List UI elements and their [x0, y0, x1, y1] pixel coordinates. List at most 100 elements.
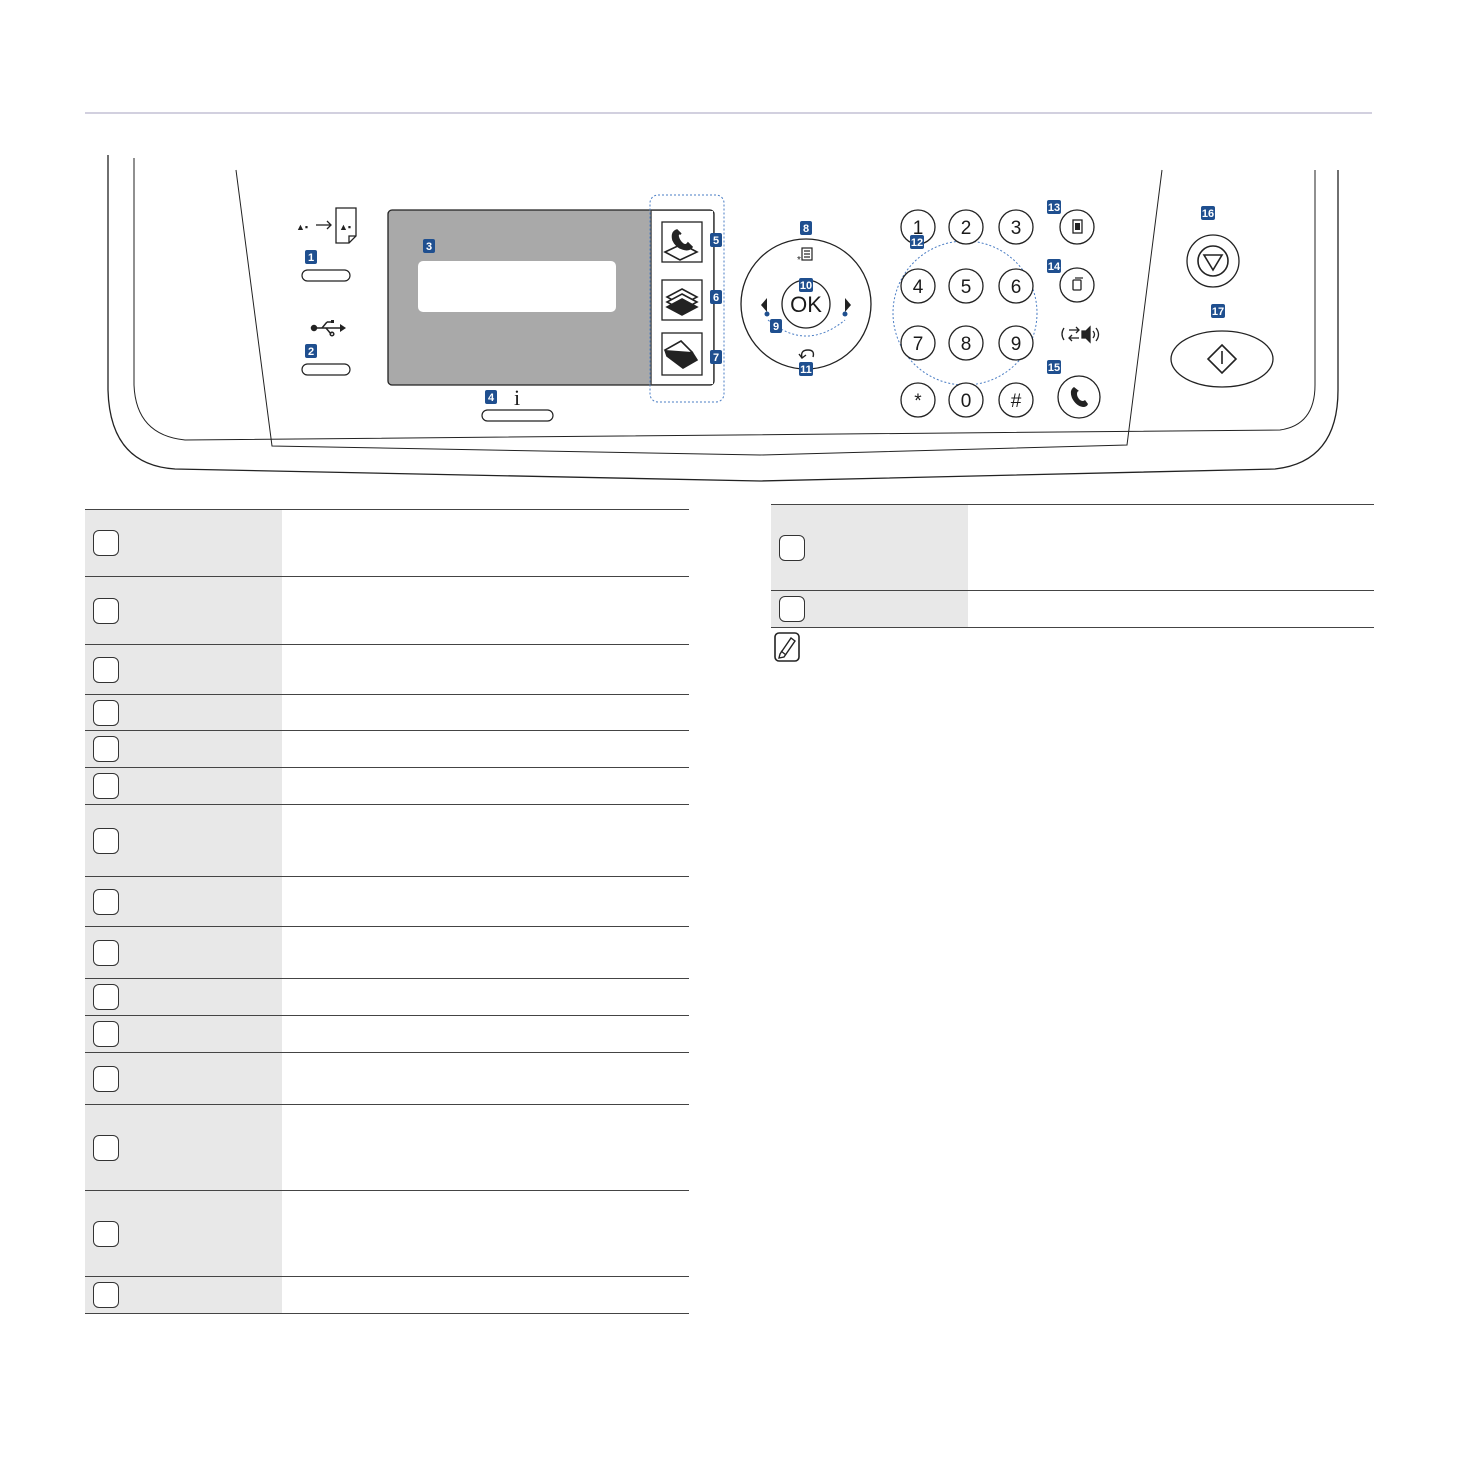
row-description-cell — [282, 926, 689, 979]
mode-group-outline — [649, 194, 725, 403]
callout-badge: 2 — [305, 344, 317, 358]
row-description-cell — [282, 804, 689, 877]
row-label-cell — [85, 644, 282, 695]
callout-number: 14 — [1048, 261, 1061, 273]
redial-pause-icon — [1072, 277, 1083, 291]
row-number-box — [93, 1134, 119, 1161]
row-number-box — [93, 773, 119, 799]
row-label-cell — [85, 576, 282, 645]
row-description-cell — [282, 509, 689, 577]
info-button[interactable] — [481, 409, 554, 422]
row-number-box — [93, 597, 119, 624]
row-label-cell — [85, 1015, 282, 1053]
keypad-key[interactable]: 3 — [998, 209, 1034, 245]
row-description-cell — [282, 876, 689, 927]
scan-button[interactable] — [661, 332, 703, 376]
copy-button[interactable] — [661, 279, 703, 321]
callout-badge: 6 — [710, 290, 722, 304]
keypad-key[interactable]: 0 — [948, 382, 984, 418]
ok-button-label: OK — [790, 292, 822, 317]
keypad-key[interactable]: 2 — [948, 209, 984, 245]
keypad-key[interactable]: * — [900, 382, 936, 418]
row-description-cell — [282, 694, 689, 731]
callout-number: 9 — [773, 321, 779, 333]
row-label-cell — [85, 876, 282, 927]
id-copy-button[interactable] — [301, 269, 351, 282]
table-row — [85, 1190, 689, 1277]
keypad-key[interactable]: 8 — [948, 325, 984, 361]
start-icon — [1206, 343, 1238, 375]
control-panel-diagram: ▲▪ ▲▪ — [85, 112, 1372, 482]
direct-usb-button[interactable] — [301, 363, 351, 376]
callout-number: 2 — [308, 346, 314, 358]
table-row — [85, 509, 689, 577]
redial-pause-button[interactable] — [1059, 267, 1095, 303]
table-row — [85, 694, 689, 731]
table-row — [85, 804, 689, 877]
address-book-button[interactable] — [1059, 209, 1095, 245]
stop-clear-button[interactable] — [1186, 234, 1240, 288]
keypad-key[interactable]: 5 — [948, 268, 984, 304]
keypad-dotted-outline — [892, 240, 1038, 386]
row-number-box — [779, 534, 805, 561]
left-arrow-icon[interactable] — [761, 298, 770, 317]
table-row — [85, 576, 689, 645]
callout-badge: 5 — [710, 233, 722, 247]
row-label-cell — [85, 926, 282, 979]
row-number-box — [93, 1220, 119, 1247]
callout-number: 5 — [713, 235, 719, 247]
table-row — [85, 926, 689, 979]
on-hook-dial-button[interactable] — [1057, 375, 1101, 419]
table-row — [85, 1276, 689, 1314]
note-icon — [774, 632, 800, 662]
svg-text:▲▪: ▲▪ — [339, 222, 351, 232]
row-number-box — [93, 827, 119, 854]
fax-button[interactable] — [661, 221, 703, 263]
keypad-key[interactable]: # — [998, 382, 1034, 418]
callout-number: 1 — [308, 252, 314, 264]
scan-icon — [663, 340, 699, 369]
row-number-box — [93, 1282, 119, 1308]
row-description-cell — [282, 576, 689, 645]
callout-badge: 11 — [799, 362, 813, 376]
info-button-label: i — [514, 385, 520, 410]
keypad-key[interactable]: 7 — [900, 325, 936, 361]
row-number-box — [93, 888, 119, 915]
row-description-cell — [282, 1052, 689, 1105]
callout-badge: 14 — [1047, 259, 1061, 273]
callout-badge: 7 — [710, 350, 722, 364]
table-row — [85, 1015, 689, 1053]
keypad-key[interactable]: 1 — [900, 209, 936, 245]
back-arrow-icon[interactable] — [798, 349, 815, 359]
keypad-key-label: 7 — [913, 334, 924, 355]
menu-icon: * — [797, 247, 813, 266]
keypad-key[interactable]: 6 — [998, 268, 1034, 304]
right-arrow-icon[interactable] — [842, 298, 852, 317]
keypad-key-label: 8 — [961, 334, 972, 355]
start-button[interactable] — [1170, 330, 1274, 388]
panel-features-table-left — [85, 509, 689, 1314]
fax-icon — [663, 229, 699, 261]
callout-number: 8 — [803, 223, 809, 235]
keypad-key[interactable]: 4 — [900, 268, 936, 304]
copy-icon — [665, 288, 699, 316]
row-number-box — [93, 984, 119, 1010]
row-number-box — [93, 1065, 119, 1092]
keypad-key-label: 9 — [1011, 334, 1022, 355]
callout-badge: 8 — [800, 221, 812, 235]
row-description-cell — [282, 1015, 689, 1053]
callout-badge: 15 — [1047, 360, 1061, 374]
callout-number: 17 — [1212, 306, 1224, 318]
keypad-key-label: 5 — [961, 277, 972, 298]
row-description-cell — [282, 767, 689, 805]
row-number-box — [779, 596, 805, 622]
keypad-key[interactable]: 9 — [998, 325, 1034, 361]
table-row — [85, 978, 689, 1016]
callout-badge: 16 — [1201, 206, 1215, 220]
on-hook-dial-icon — [1070, 387, 1088, 407]
stop-clear-icon — [1197, 245, 1229, 277]
row-label-cell — [85, 1104, 282, 1191]
callout-number: 10 — [800, 280, 812, 292]
keypad-key-label: 3 — [1011, 218, 1022, 239]
callout-number: 11 — [800, 364, 812, 376]
